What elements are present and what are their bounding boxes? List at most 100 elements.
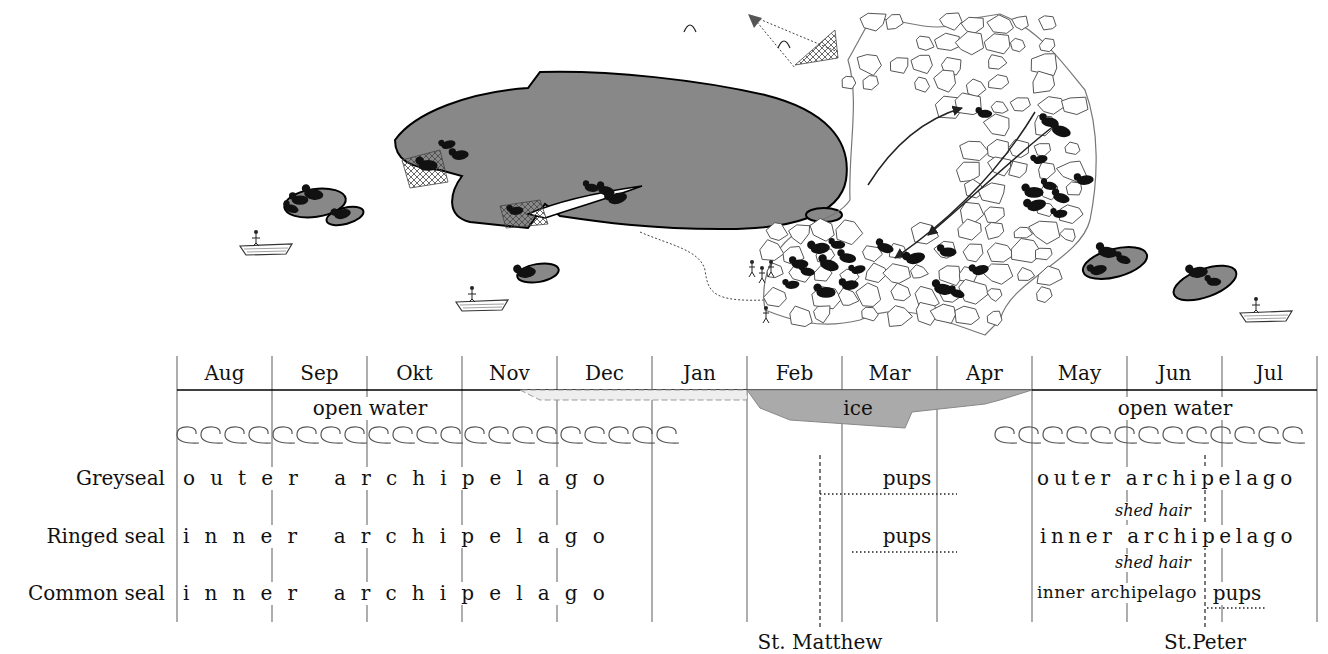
seal: [782, 277, 800, 290]
rock: [891, 283, 911, 301]
rock: [856, 283, 881, 306]
rock: [1037, 287, 1053, 303]
seal: [281, 200, 300, 215]
person: [749, 264, 755, 277]
rock: [1018, 267, 1035, 280]
main-island: [395, 72, 847, 229]
rock: [987, 15, 1014, 34]
rock: [963, 244, 983, 262]
seal: [937, 244, 956, 257]
rock: [960, 141, 989, 160]
month-divider: [1031, 356, 1032, 622]
rock: [890, 58, 907, 74]
month-label: Dec: [585, 362, 624, 385]
month-divider: [1316, 356, 1317, 622]
moult-label: shed hair: [1115, 502, 1191, 520]
net: [795, 30, 838, 65]
seal: [947, 285, 966, 300]
rock: [883, 264, 911, 284]
track: [640, 232, 765, 300]
rock: [1062, 97, 1088, 114]
seal: [816, 253, 841, 273]
seal: [1073, 171, 1094, 186]
rock: [1010, 38, 1025, 51]
net: [500, 200, 548, 228]
seal: [300, 184, 324, 201]
rock: [760, 240, 784, 261]
rock: [888, 306, 913, 327]
habitat-label: outer archipelago: [1037, 467, 1297, 490]
seal: [1050, 206, 1068, 219]
rock: [1037, 266, 1062, 285]
person: [768, 264, 774, 277]
seal: [829, 238, 846, 249]
rock: [814, 306, 830, 323]
seal: [976, 107, 993, 118]
species-label: Common seal: [28, 582, 165, 605]
boat: [240, 230, 292, 255]
rock: [1039, 38, 1054, 51]
rock: [1035, 248, 1052, 259]
rock: [978, 183, 1005, 204]
pups-label: pups: [883, 467, 932, 490]
seal: [1086, 260, 1108, 277]
month-label: Feb: [776, 362, 813, 385]
rock: [789, 225, 810, 244]
rock: [955, 306, 980, 324]
seal: [968, 260, 990, 277]
habitat-label: inner archipelago: [1040, 525, 1297, 548]
person-head: [769, 260, 773, 264]
month-label: Nov: [489, 362, 530, 385]
seal: [513, 262, 537, 279]
st-matthew-line: [819, 455, 820, 628]
pups-label: pups: [1213, 582, 1262, 605]
person-head: [750, 260, 754, 264]
month-label: May: [1058, 362, 1102, 385]
rock: [1034, 144, 1050, 156]
rock: [934, 241, 956, 258]
habitat-label: outer archipelago: [183, 467, 620, 490]
rock: [939, 266, 961, 286]
seal: [807, 238, 831, 255]
rock: [987, 311, 1002, 325]
season-label: ice: [843, 397, 872, 420]
rock: [984, 34, 1010, 54]
moult-label: shed hair: [1115, 554, 1191, 572]
rock: [886, 15, 903, 30]
rock: [956, 162, 979, 182]
rock: [1009, 161, 1028, 178]
month-label: Jan: [683, 362, 716, 385]
seal: [836, 249, 857, 264]
rock: [959, 279, 988, 304]
boat: [456, 286, 508, 311]
pups-period: [820, 494, 1267, 608]
seal: [1022, 194, 1047, 214]
rock: [989, 55, 1007, 69]
rock: [838, 288, 858, 305]
rock: [1065, 142, 1080, 154]
rock: [767, 263, 783, 278]
rock: [766, 223, 788, 241]
month-label: Aug: [204, 362, 244, 385]
seal: [415, 156, 437, 170]
rock: [1010, 98, 1030, 111]
rock: [842, 76, 856, 88]
seal: [789, 256, 808, 269]
ice-band: [747, 390, 1032, 428]
seal: [1050, 187, 1072, 204]
rock: [764, 287, 787, 306]
migration-arrow: [895, 112, 1035, 258]
season-label: open water: [1118, 397, 1232, 420]
islet: [1080, 241, 1151, 285]
rock: [987, 289, 1002, 302]
rock: [916, 36, 934, 50]
rock: [1033, 71, 1055, 93]
islet: [325, 203, 366, 228]
fjord: [528, 186, 642, 218]
rock: [987, 139, 1008, 160]
seal: [1030, 151, 1049, 166]
rock: [911, 265, 929, 278]
rock: [1031, 54, 1057, 76]
person: [759, 270, 765, 283]
waves: [177, 427, 1305, 443]
